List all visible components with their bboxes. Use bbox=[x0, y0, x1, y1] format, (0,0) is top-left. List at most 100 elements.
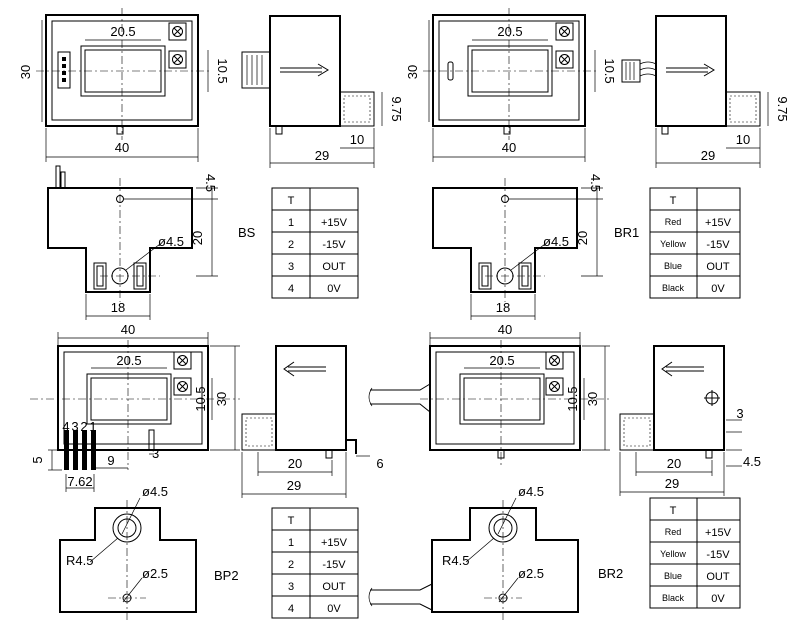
br2-bottom-view: ø4.5 R4.5 ø2.5 BR2 bbox=[368, 484, 623, 622]
bs-front-dim-outer-width: 40 bbox=[115, 140, 129, 155]
br1-table-signal: OUT bbox=[706, 261, 730, 273]
bp2-bottom-view: ø4.5 R4.5 ø2.5 BP2 bbox=[59, 484, 239, 622]
bp2-pin-number: 2 bbox=[80, 419, 87, 434]
br1-front-dim-height: 30 bbox=[405, 65, 420, 79]
br2-model-label: BR2 bbox=[598, 566, 623, 581]
bp2-table-header: T bbox=[288, 515, 295, 527]
bp2-pin-dim-offset: 9 bbox=[107, 453, 114, 468]
br2-table-wire: Blue bbox=[664, 571, 682, 581]
bp2-front-view: 40 20.5 10.5 30 4 3 2 1 5 7.6 bbox=[30, 322, 240, 492]
bs-side-dim-b: 10 bbox=[350, 132, 364, 147]
br2-table-signal: 0V bbox=[711, 593, 725, 605]
br2-bottom-radius: R4.5 bbox=[442, 553, 469, 568]
bp2-table-pin: 1 bbox=[288, 537, 294, 549]
br2-table-wire: Black bbox=[662, 593, 685, 603]
br1-table-signal: 0V bbox=[711, 283, 725, 295]
bs-bottom-hole: ø4.5 bbox=[158, 234, 184, 249]
bp2-pin-table: T 1 +15V 2 -15V 3 OUT 4 0V bbox=[271, 507, 359, 619]
bp2-bottom-hole-top: ø4.5 bbox=[142, 484, 168, 499]
bp2-pin-dim-w: 3 bbox=[152, 446, 159, 461]
br2-front-dim-outer-height: 30 bbox=[585, 392, 600, 406]
bp2-table-pin: 3 bbox=[288, 581, 294, 593]
br1-bottom-view: ø4.5 4.5 20 18 BR1 bbox=[432, 174, 639, 320]
br1-table-wire: Blue bbox=[664, 261, 682, 271]
bs-table-pin: 4 bbox=[288, 283, 294, 295]
br1-table-wire: Red bbox=[665, 217, 682, 227]
br2-front-dim-outer-width: 40 bbox=[498, 322, 512, 337]
bp2-table-signal: -15V bbox=[322, 559, 346, 571]
bs-front-dim-height: 30 bbox=[18, 65, 33, 79]
bp2-side-view: 20 29 6 bbox=[241, 345, 384, 498]
br1-bottom-dim-width: 18 bbox=[496, 300, 510, 315]
bp2-table-signal: OUT bbox=[322, 581, 346, 593]
br1-model-label: BR1 bbox=[614, 225, 639, 240]
bp2-bottom-radius: R4.5 bbox=[66, 553, 93, 568]
bp2-table-signal: 0V bbox=[327, 603, 341, 615]
bp2-table-pin: 4 bbox=[288, 603, 294, 615]
bp2-front-dim-outer-width: 40 bbox=[121, 322, 135, 337]
bp2-table-signal: +15V bbox=[321, 537, 348, 549]
br1-front-dim-width: 20.5 bbox=[497, 24, 522, 39]
br2-table-wire: Red bbox=[665, 527, 682, 537]
br2-table-wire: Yellow bbox=[660, 549, 686, 559]
br1-table-wire: Yellow bbox=[660, 239, 686, 249]
br1-pin-table: T Red +15V Yellow -15V Blue OUT Black 0V bbox=[649, 187, 741, 299]
bs-table-pin: 1 bbox=[288, 217, 294, 229]
bp2-bottom-hole-bot: ø2.5 bbox=[142, 566, 168, 581]
br2-table-signal: +15V bbox=[705, 527, 732, 539]
br2-side-view: 3 20 4.5 29 bbox=[619, 345, 761, 496]
bp2-pin-dim-pitch: 7.62 bbox=[67, 474, 92, 489]
bp2-pin-number: 3 bbox=[71, 419, 78, 434]
bp2-front-dim-width: 20.5 bbox=[116, 353, 141, 368]
br2-side-dim-d: 29 bbox=[665, 476, 679, 491]
br2-side-dim-b: 20 bbox=[667, 456, 681, 471]
bp2-front-dim-outer-height: 30 bbox=[214, 392, 229, 406]
bs-side-dim-a: 9.75 bbox=[389, 96, 404, 121]
bs-table-signal: OUT bbox=[322, 261, 346, 273]
bp2-side-dim-a: 20 bbox=[288, 456, 302, 471]
bs-front-dim-width: 20.5 bbox=[110, 24, 135, 39]
bs-bottom-view: ø4.5 4.5 20 18 BS bbox=[47, 165, 256, 320]
bs-side-dim-depth: 29 bbox=[315, 148, 329, 163]
br2-table-signal: OUT bbox=[706, 571, 730, 583]
br1-bottom-dim-height: 20 bbox=[575, 231, 590, 245]
br2-side-dim-c: 4.5 bbox=[743, 454, 761, 469]
bp2-pin-number: 4 bbox=[62, 419, 69, 434]
bp2-model-label: BP2 bbox=[214, 568, 239, 583]
bs-front-view: 20.5 30 10.5 40 bbox=[18, 8, 230, 162]
bs-table-signal: -15V bbox=[322, 239, 346, 251]
br1-table-header: T bbox=[670, 195, 677, 207]
br2-table-header: T bbox=[670, 505, 677, 517]
bp2-side-dim-b: 29 bbox=[287, 478, 301, 493]
br2-table-signal: -15V bbox=[706, 549, 730, 561]
br2-side-dim-a: 3 bbox=[736, 406, 743, 421]
br1-front-dim-outer-width: 40 bbox=[502, 140, 516, 155]
bs-front-dim-inner-height: 10.5 bbox=[215, 58, 230, 83]
bs-pin-table: T 1 +15V 2 -15V 3 OUT 4 0V bbox=[271, 187, 359, 299]
br1-side-dim-b: 10 bbox=[736, 132, 750, 147]
bs-bottom-dim-width: 18 bbox=[111, 300, 125, 315]
br1-table-signal: -15V bbox=[706, 239, 730, 251]
bp2-side-dim-c: 6 bbox=[376, 456, 383, 471]
bp2-pin-dim-h: 5 bbox=[30, 456, 45, 463]
br1-bottom-dim-top: 4.5 bbox=[588, 174, 603, 192]
bs-table-pin: 3 bbox=[288, 261, 294, 273]
br2-front-dim-inner-height: 10.5 bbox=[565, 386, 580, 411]
br1-front-dim-inner-height: 10.5 bbox=[602, 58, 617, 83]
br1-side-view: 29 10 9.75 bbox=[621, 15, 790, 168]
br1-side-dim-depth: 29 bbox=[701, 148, 715, 163]
bs-bottom-dim-height: 20 bbox=[190, 231, 205, 245]
bs-bottom-dim-top: 4.5 bbox=[203, 174, 218, 192]
bs-side-view: 29 10 9.75 bbox=[241, 15, 404, 168]
br2-bottom-hole-top: ø4.5 bbox=[518, 484, 544, 499]
bs-table-signal: +15V bbox=[321, 217, 348, 229]
bp2-pin-number: 1 bbox=[89, 419, 96, 434]
bp2-front-dim-inner-height: 10.5 bbox=[193, 386, 208, 411]
bs-table-signal: 0V bbox=[327, 283, 341, 295]
bs-model-label: BS bbox=[238, 225, 256, 240]
bs-table-header: T bbox=[288, 195, 295, 207]
br2-front-dim-width: 20.5 bbox=[489, 353, 514, 368]
br2-front-view: 40 20.5 10.5 30 bbox=[368, 322, 612, 466]
br1-bottom-hole: ø4.5 bbox=[543, 234, 569, 249]
